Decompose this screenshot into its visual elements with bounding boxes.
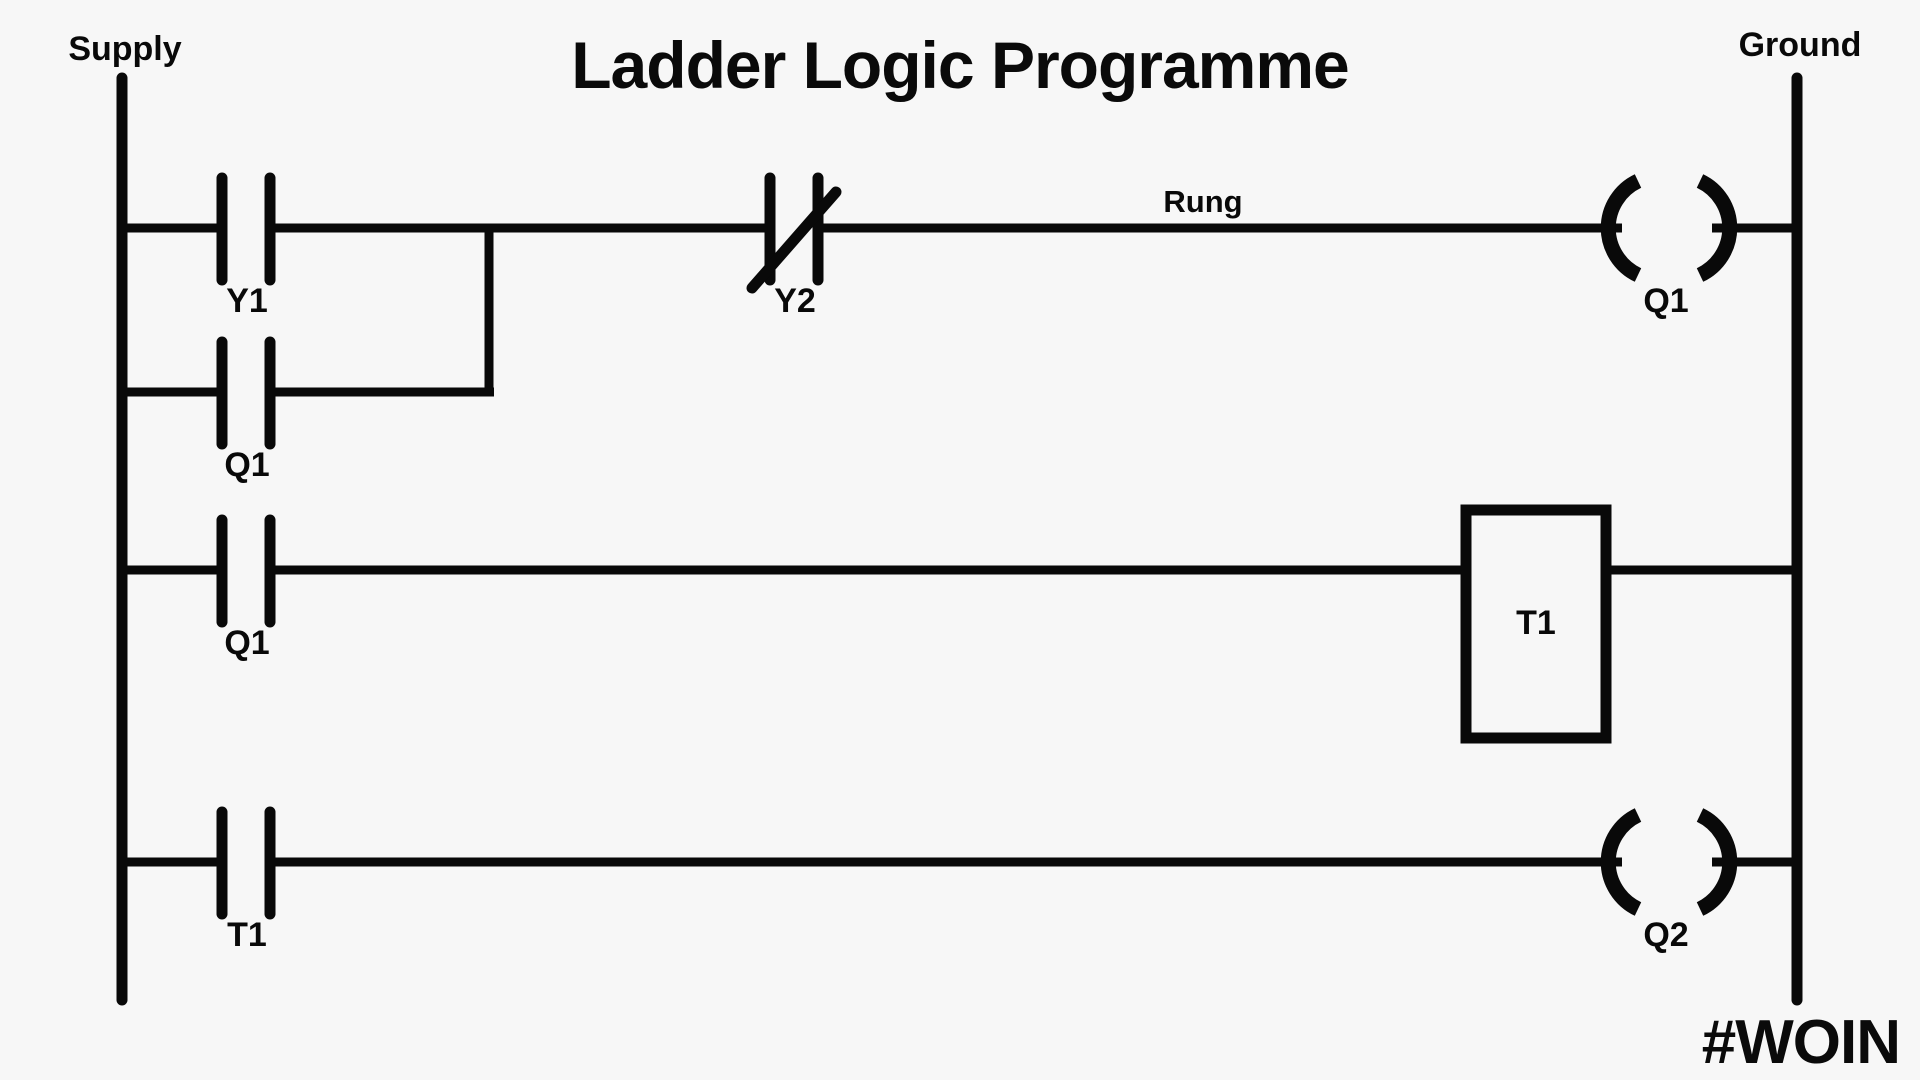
contact-t1-label: T1 [227,916,267,954]
contact-q1-rung2[interactable]: Q1 [216,514,276,662]
ground-rail-label: Ground [1739,26,1862,64]
coil-q1-label: Q1 [1643,282,1688,320]
contact-y2-label: Y2 [774,282,816,320]
block-t1-label: T1 [1516,604,1556,642]
contact-q1-latch-label: Q1 [224,446,269,484]
watermark: #WOIN [1702,1008,1900,1077]
contact-y2[interactable]: Y2 [746,172,842,320]
coil-q2-left-arc [1600,808,1642,916]
page-title: Ladder Logic Programme [571,28,1349,102]
contact-y2-nc-slash [746,186,842,294]
coil-q2-label: Q2 [1643,916,1688,954]
contact-q1-rung2-label: Q1 [224,624,269,662]
coil-q1[interactable]: Q1 [1600,174,1738,320]
contact-y1-label: Y1 [226,282,268,320]
block-t1[interactable]: T1 [1460,504,1612,744]
coil-q2[interactable]: Q2 [1600,808,1738,954]
block-t1-box [1460,504,1612,744]
contact-q1-latch[interactable]: Q1 [216,336,276,484]
contact-y1[interactable]: Y1 [216,172,276,320]
contact-t1[interactable]: T1 [216,806,276,954]
coil-q1-left-arc [1600,174,1642,282]
rung-annotation-label: Rung [1163,184,1242,219]
supply-rail-label: Supply [68,30,181,68]
